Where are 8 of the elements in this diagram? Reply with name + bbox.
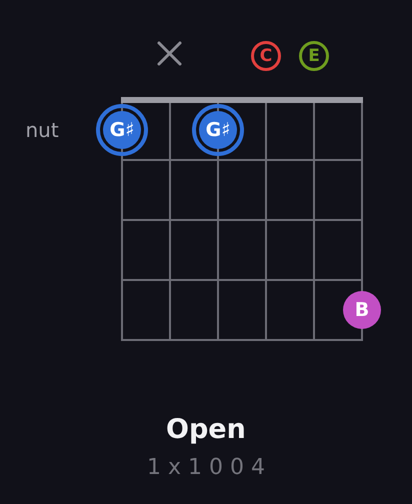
root-note-dot: G♯ (96, 104, 148, 156)
fingering-label: 1 x 1 0 0 4 (147, 457, 265, 479)
nut-label: nut (26, 120, 59, 140)
chord-title: Open (166, 416, 246, 442)
open-string-note: C (251, 41, 281, 71)
note-dot: B (343, 291, 381, 329)
open-string-note: E (299, 41, 329, 71)
root-note-dot: G♯ (192, 104, 244, 156)
